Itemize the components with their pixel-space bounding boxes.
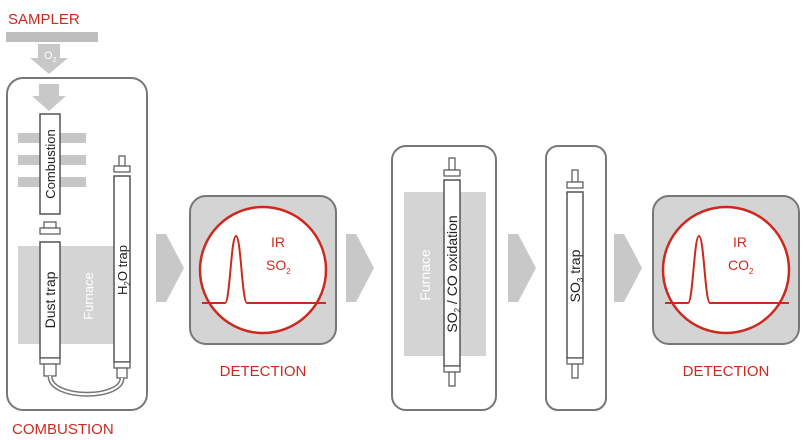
furnace-label-1: Furnace [81,272,96,320]
h2o-label-h: H [115,286,130,295]
svg-text:SO2: SO2 [266,257,291,276]
flow-arrow-1 [156,234,184,302]
o2-arrow: O2 [30,44,68,74]
detector-2-gas: CO [728,257,749,273]
detector-2: IR CO2 [652,195,800,345]
detector-2-window [661,205,791,335]
so3-label-so: SO [567,282,583,302]
furnace-label-2: Furnace [417,249,433,301]
detector-1-gas: SO [266,257,286,273]
flow-arrow-4 [614,234,642,302]
dust-trap-label: Dust trap [42,271,58,328]
detector-1-window [198,205,328,335]
svg-text:SO2 / CO oxidation: SO2 / CO oxidation [444,215,462,332]
flow-arrow-3 [508,234,536,302]
h2o-label-rest: O trap [115,245,130,281]
sampler-label: SAMPLER [8,11,80,28]
detection-label-1: DETECTION [220,363,307,380]
oxidation-label-rest: / CO oxidation [444,215,460,308]
oxidation-label-so: SO [444,312,460,332]
h2o-label-sub: 2 [123,281,132,286]
combustion-label: COMBUSTION [12,421,114,438]
so3-trap-tube: SO3 trap [566,169,585,379]
o2-subscript: 2 [53,57,57,64]
inner-down-arrow [32,84,66,111]
detector-1: IR SO2 [189,195,337,345]
furnace-block-1 [18,246,124,344]
detection-label-2: DETECTION [683,363,770,380]
combustion-tube-label: Combustion [43,129,58,198]
oxidation-label-sub: 2 [453,307,462,312]
svg-text:SO3 trap: SO3 trap [567,249,585,302]
detector-1-ir: IR [271,234,285,250]
svg-text:O2: O2 [44,50,57,64]
u-connector-inner [49,375,123,396]
flow-arrow-2 [346,234,374,302]
detector-2-ir: IR [733,234,747,250]
so3-label-sub: 3 [576,277,585,282]
oxidation-tube: SO2 / CO oxidation [443,157,462,387]
detector-2-peak [665,234,789,304]
h2o-trap-tube: H2O trap [113,155,132,379]
detector-1-peak [202,234,326,304]
combustion-tube: Combustion [39,113,61,215]
sampler-bar [6,32,98,42]
svg-text:H2O trap: H2O trap [115,245,132,295]
o2-label: O [44,50,53,62]
detector-1-gas-sub: 2 [286,267,291,276]
detector-2-gas-sub: 2 [749,267,754,276]
dust-trap-tube: Dust trap [39,221,61,377]
svg-text:CO2: CO2 [728,257,754,276]
so3-label-rest: trap [567,249,583,277]
